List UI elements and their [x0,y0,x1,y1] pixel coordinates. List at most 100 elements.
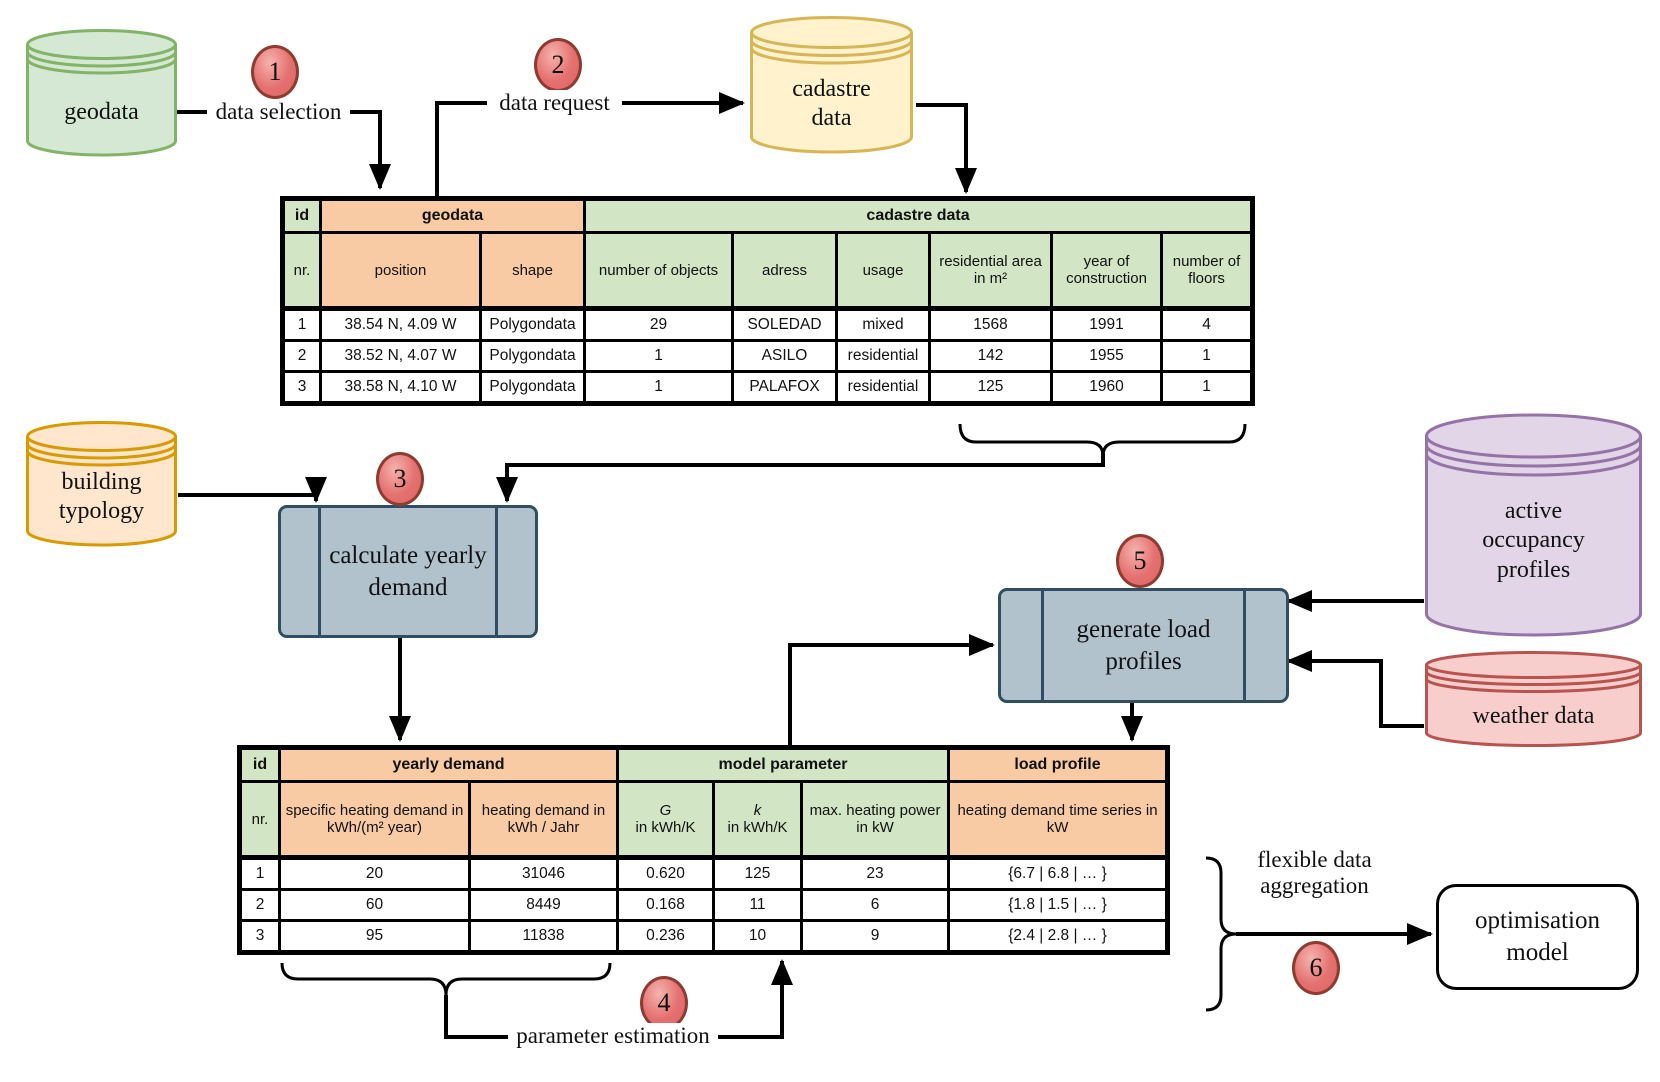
cell: {6.7 | 6.8 | … } [947,855,1170,892]
group-header-cadastre-data: cadastre data [582,197,1255,234]
cadastre-store: cadastre data [749,15,914,155]
cell: PALAFOX [731,369,838,406]
cell: 1991 [1050,306,1163,343]
cell: 10 [712,918,803,955]
process-divider [495,508,498,635]
cell: 1 [583,339,734,373]
arrow-modelparam-to-generate [788,634,995,745]
cell: 29 [583,306,734,343]
calculate-yearly-demand-label: calculate yearly demand [329,542,487,601]
cell: 23 [799,855,951,892]
demand-model-table-grid: id yearly demand model parameter load pr… [237,745,1171,955]
building-typology-store: building typology [25,420,178,548]
step-4-badge: 4 [640,976,688,1030]
generate-load-profiles-label: generate load profiles [1076,616,1211,675]
col-heating-demand-series-header: heating demand time series in kW [947,780,1170,860]
parameter-estimation-label: parameter estimation [508,1023,718,1049]
table-row: 2 38.52 N, 4.07 W Polygondata 1 ASILO re… [281,339,1255,373]
process-divider [1041,591,1044,700]
active-occupancy-store: active occupancy profiles [1424,412,1643,638]
cell: 1 [1159,369,1255,406]
step-3-badge: 3 [376,452,424,506]
col-number-of-objects-header: number of objects [583,231,734,311]
flexible-data-aggregation-label: flexible data aggregation [1257,847,1372,898]
col-nr-header: nr. [281,231,322,311]
cell: {2.4 | 2.8 | … } [947,918,1170,955]
cell: SOLEDAD [731,306,838,343]
k-unit: in kWh/K [727,819,788,836]
arrow-weather-to-generate [1286,650,1424,728]
cell: 38.58 N, 4.10 W [319,369,482,406]
cell: residential [835,369,931,406]
table-row: 1 38.54 N, 4.09 W Polygondata 29 SOLEDAD… [281,306,1255,343]
cell: 0.168 [616,888,715,922]
table-row: 3 38.58 N, 4.10 W Polygondata 1 PALAFOX … [281,369,1255,406]
cell: 60 [278,888,471,922]
arrow-typology-to-calculate [178,477,327,503]
step-5-badge: 5 [1116,534,1164,588]
cell: 6 [799,888,951,922]
cylinder-icon [750,16,913,154]
col-usage-header: usage [835,231,931,311]
group-header-model-parameter: model parameter [615,746,951,783]
col-residential-area-header: residential area in m² [928,231,1053,311]
col-position-header: position [319,231,482,311]
cell: 8449 [468,888,619,922]
group-header-load-profile: load profile [947,746,1170,783]
cell: 1 [583,369,734,406]
cell: 1960 [1050,369,1163,406]
col-nr-header: nr. [238,780,281,860]
col-max-heating-power-header: max. heating power in kW [799,780,951,860]
process-divider [318,508,321,635]
cell: 1 [1159,339,1255,373]
arrow-table-to-cadastre [435,92,745,196]
group-header-geodata: geodata [319,197,586,234]
cell: 0.236 [616,918,715,955]
cell: 2 [281,339,322,373]
col-year-of-construction-header: year of construction [1050,231,1163,311]
col-adress-header: adress [731,231,838,311]
step-6-badge: 6 [1292,941,1340,995]
cell: 38.52 N, 4.07 W [319,339,482,373]
cell: Polygondata [479,369,586,406]
cadastre-store-label: cadastre data [792,76,871,132]
group-header-id: id [238,746,281,783]
input-data-table: id geodata cadastre data nr. position sh… [280,196,1256,406]
active-occupancy-store-label: active occupancy profiles [1482,498,1585,583]
table-row: 1 20 31046 0.620 125 23 {6.7 | 6.8 | … } [238,855,1170,892]
cell: 9 [799,918,951,955]
col-specific-heating-demand-header: specific heating demand in kWh/(m² year) [278,780,471,860]
step-2-badge: 2 [534,38,582,92]
col-heating-demand-header: heating demand in kWh / Jahr [468,780,619,860]
process-divider [1243,591,1246,700]
cylinder-icon [1425,413,1642,637]
geodata-store: geodata [25,28,178,158]
cell: 95 [278,918,471,955]
cylinder-icon [26,421,177,547]
column-header-row: nr. specific heating demand in kWh/(m² y… [238,780,1170,860]
cell: 11 [712,888,803,922]
optimisation-model-label: optimisation model [1475,906,1600,967]
cell: 1955 [1050,339,1163,373]
geodata-store-label: geodata [64,99,139,125]
cell: 11838 [468,918,619,955]
cell: 38.54 N, 4.09 W [319,306,482,343]
cell: ASILO [731,339,838,373]
g-symbol: G [659,802,672,819]
col-shape-header: shape [479,231,586,311]
group-header-row: id yearly demand model parameter load pr… [238,746,1170,783]
cell: 1568 [928,306,1053,343]
cell: 1 [281,306,322,343]
cell: 142 [928,339,1053,373]
cell: Polygondata [479,306,586,343]
cell: Polygondata [479,339,586,373]
cell: 125 [712,855,803,892]
cell: mixed [835,306,931,343]
group-header-yearly-demand: yearly demand [278,746,619,783]
demand-model-table: id yearly demand model parameter load pr… [237,745,1171,955]
arrow-cadastre-cols-to-calculate [496,453,1105,503]
building-typology-store-label: building typology [58,469,145,525]
